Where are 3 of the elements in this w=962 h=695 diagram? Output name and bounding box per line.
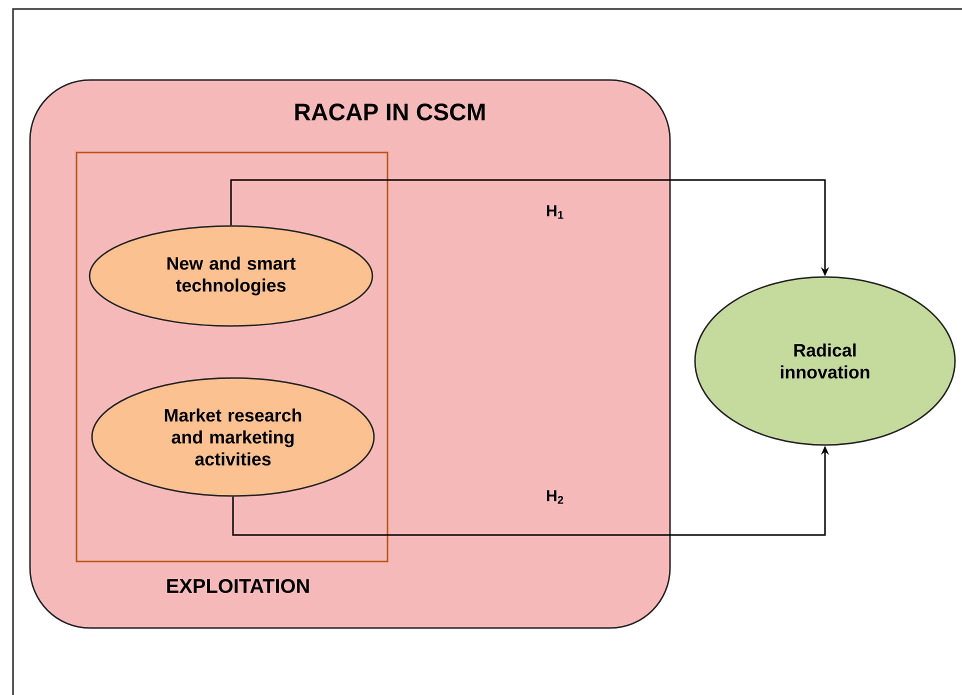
edge-label: H$_{2}$ <box>546 490 564 504</box>
node-label: EXPLOITATION <box>167 578 309 594</box>
edge-label: H$_{1}$ <box>546 205 564 219</box>
